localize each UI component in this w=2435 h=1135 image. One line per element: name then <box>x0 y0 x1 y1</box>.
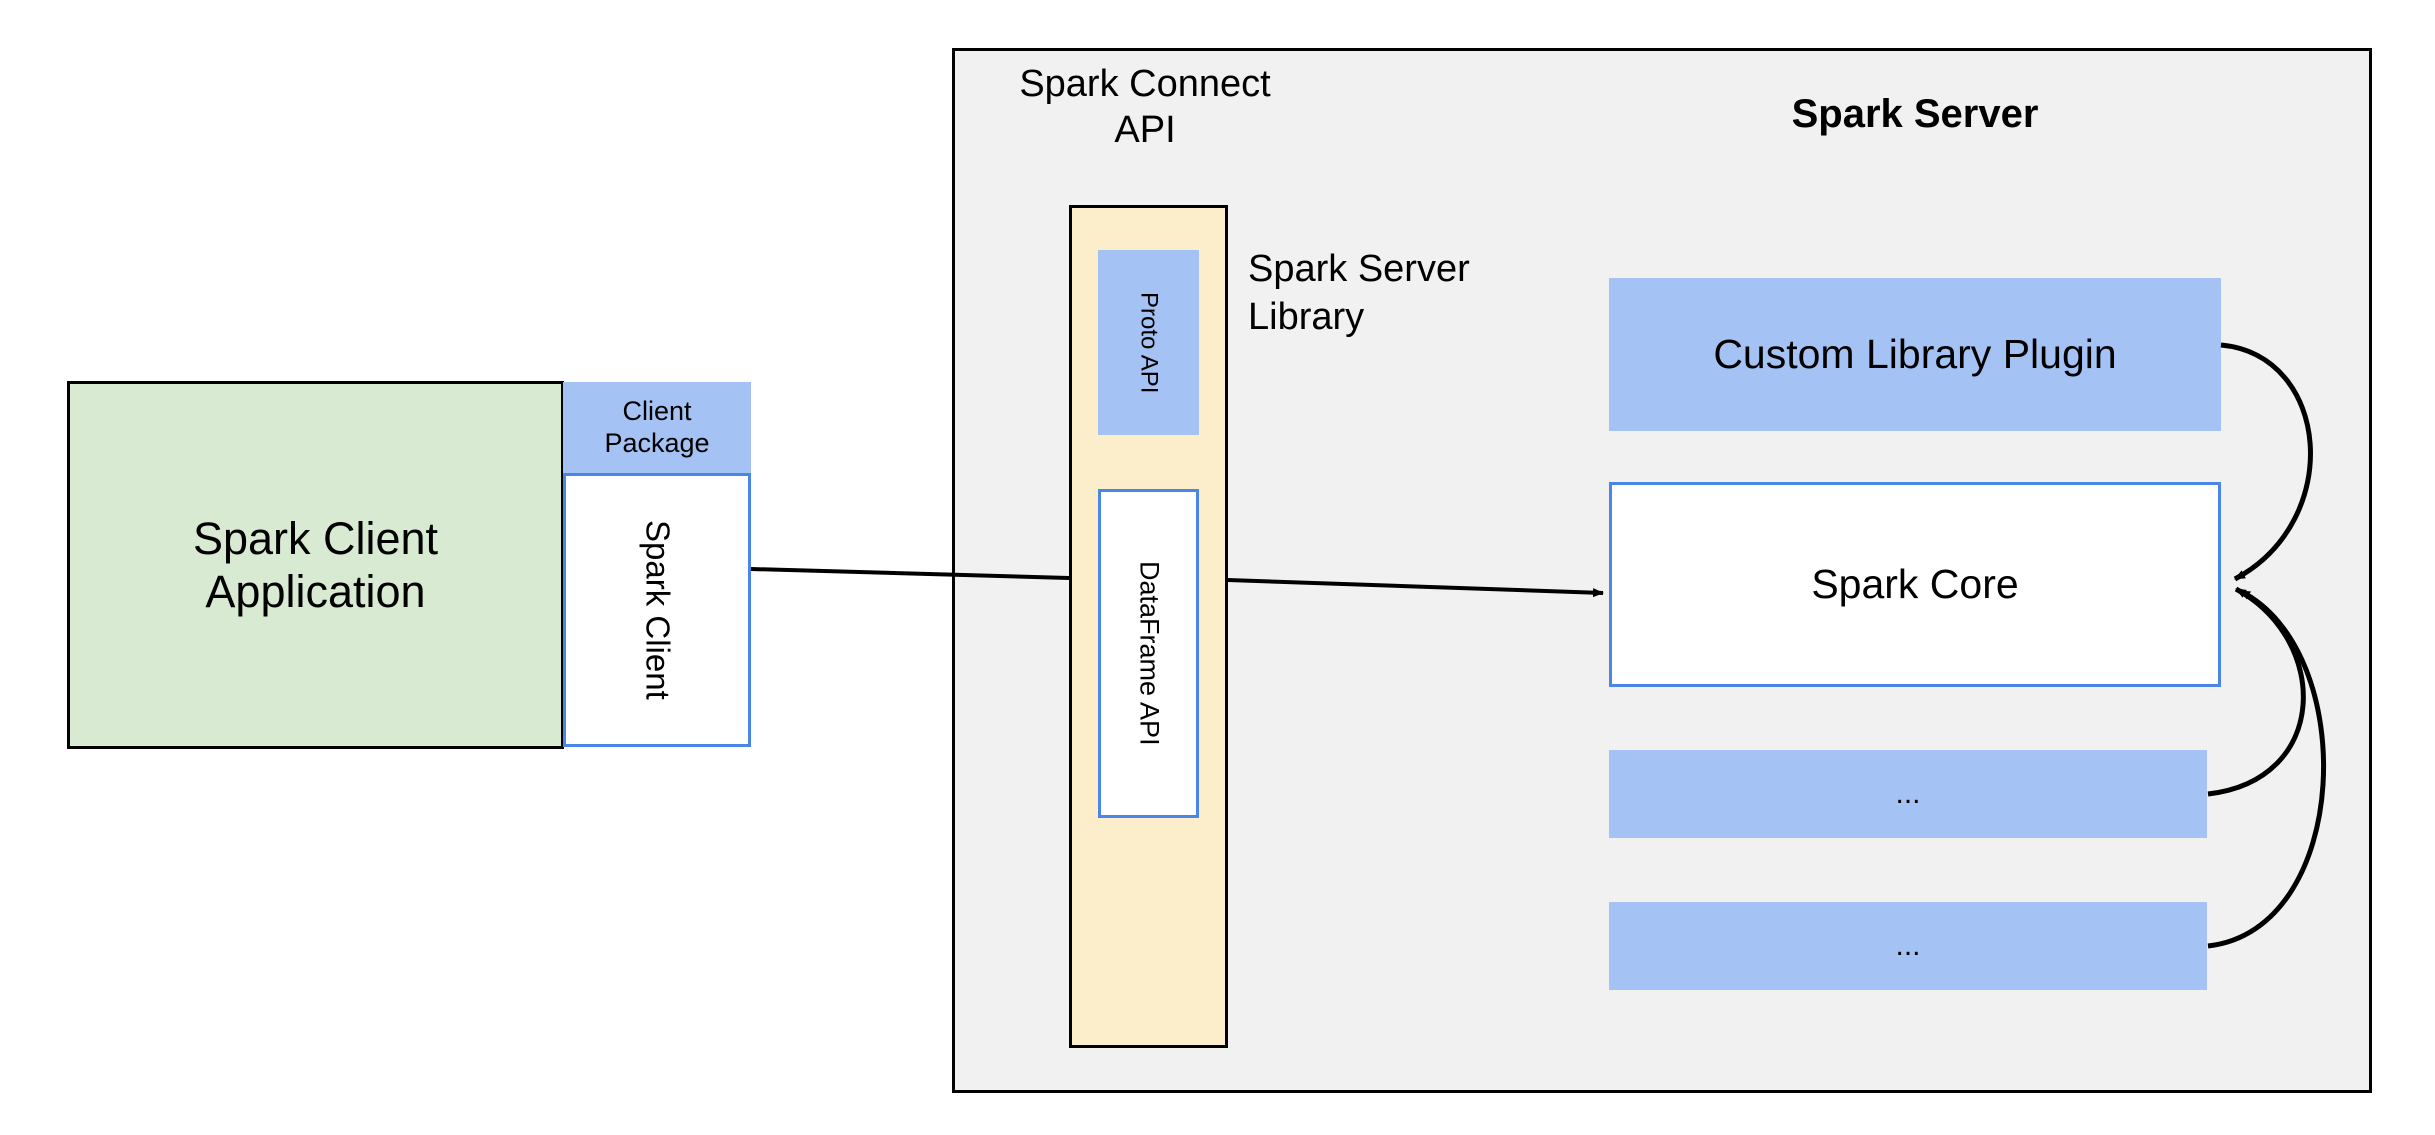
proto-api-box[interactable]: Proto API <box>1098 250 1199 435</box>
custom-library-plugin-label: Custom Library Plugin <box>1713 331 2117 378</box>
client-package-box[interactable]: Client Package <box>563 382 751 473</box>
client-package-label: Client Package <box>604 395 710 458</box>
custom-library-plugin-box[interactable]: Custom Library Plugin <box>1609 278 2221 431</box>
spark-core-box[interactable]: Spark Core <box>1609 482 2221 687</box>
spark-client-application-label: Spark Client Application <box>192 512 439 617</box>
spark-server-library-label: Spark Server Library <box>1248 248 1470 338</box>
dataframe-api-box[interactable]: DataFrame API <box>1098 489 1199 818</box>
spark-server-title: Spark Server <box>1791 92 2039 136</box>
server-component-ellipsis-1[interactable]: ... <box>1609 750 2207 838</box>
spark-client-box[interactable]: Spark Client <box>563 473 751 747</box>
dataframe-api-label: DataFrame API <box>1134 561 1165 746</box>
server-component-ellipsis-2[interactable]: ... <box>1609 902 2207 990</box>
proto-api-label: Proto API <box>1135 291 1163 394</box>
spark-connect-api-label: Spark Connect API <box>1019 63 1271 151</box>
spark-core-label: Spark Core <box>1811 561 2019 608</box>
server-component-ellipsis-1-label: ... <box>1895 777 1921 811</box>
spark-client-label: Spark Client <box>639 520 677 700</box>
server-component-ellipsis-2-label: ... <box>1895 929 1921 963</box>
spark-client-application-box[interactable]: Spark Client Application <box>67 381 564 749</box>
